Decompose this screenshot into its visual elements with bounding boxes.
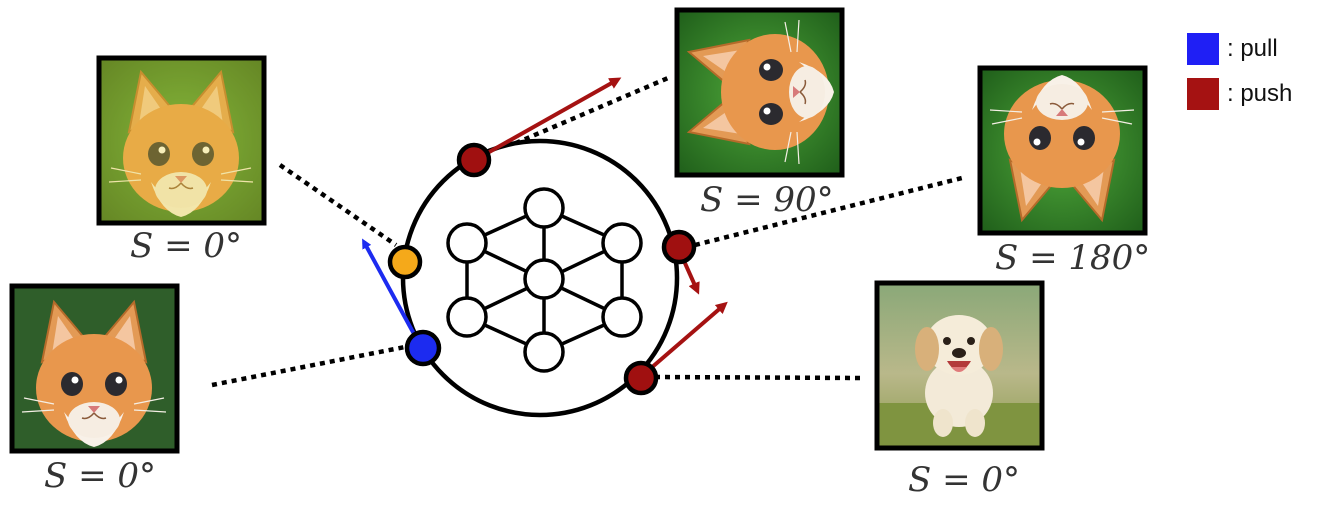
image-kitten-rotated-180 (977, 65, 1148, 236)
network-icon (446, 187, 643, 373)
push-swatch (1187, 78, 1219, 110)
push-legend-label: : push (1227, 80, 1293, 107)
legend-pull: : pull (1187, 33, 1278, 65)
push-point-top (456, 142, 492, 178)
label-yellow-kitten: S = 0° (130, 226, 243, 266)
embedding-points (387, 142, 697, 396)
pull-legend-label: : pull (1227, 35, 1278, 62)
arrows (362, 77, 728, 377)
push-arrow-bottom (641, 301, 728, 377)
push-point-bottom (623, 360, 659, 396)
pull-swatch (1187, 33, 1219, 65)
image-puppy (874, 280, 1045, 451)
label-puppy: S = 0° (908, 460, 1021, 500)
pull-point (404, 329, 442, 367)
link-puppy (654, 374, 863, 381)
image-orange-kitten (9, 283, 180, 454)
link-yellow-kitten (278, 163, 398, 247)
embedding-space (400, 138, 680, 418)
push-point-right (661, 229, 697, 265)
pull-arrow (362, 238, 422, 346)
label-kitten-rotated-90: S = 90° (700, 180, 834, 220)
link-orange-kitten (211, 343, 411, 388)
push-arrow-top (474, 77, 622, 162)
puppy-figure (915, 315, 1003, 437)
anchor-point (387, 244, 423, 280)
label-orange-kitten: S = 0° (44, 456, 157, 496)
image-kitten-rotated-90 (674, 7, 845, 178)
image-yellow-kitten (96, 55, 267, 226)
label-kitten-rotated-180: S = 180° (995, 238, 1151, 278)
legend-push: : push (1187, 78, 1292, 110)
